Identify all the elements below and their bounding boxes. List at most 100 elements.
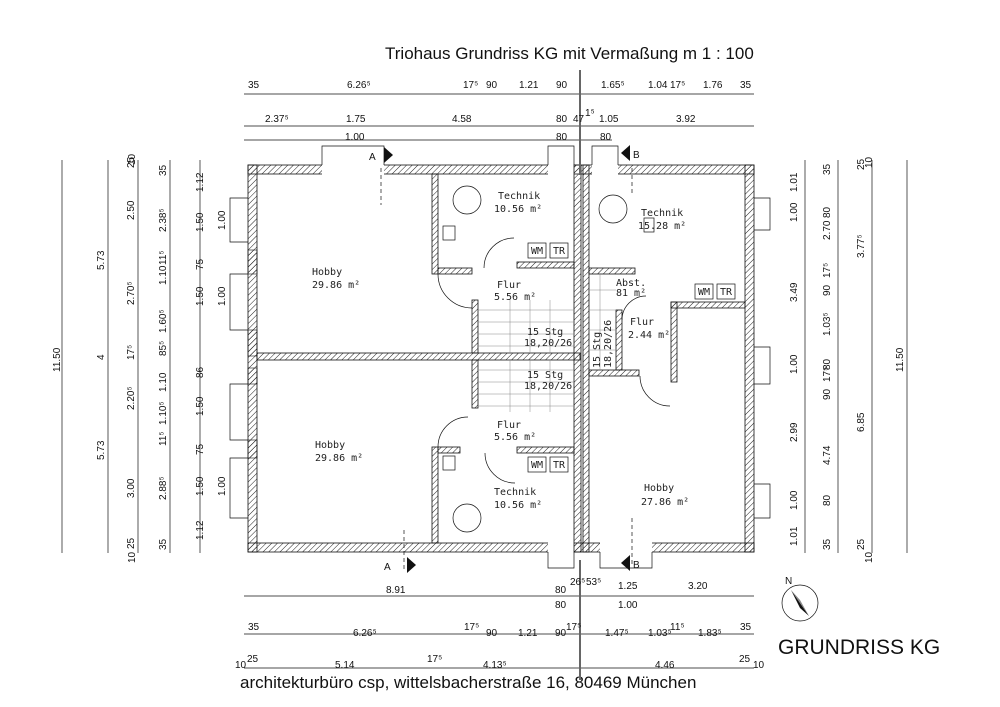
dim-right1: 1.01 xyxy=(789,526,800,546)
dim-left4: 10 xyxy=(127,551,138,563)
dim-right4: 25 xyxy=(856,538,867,550)
dim-right1: 3.49 xyxy=(789,282,800,302)
room-area: 10.56 m² xyxy=(494,500,542,511)
stair-rise: 18,20/26 xyxy=(524,381,572,392)
section-markers: A A B B xyxy=(369,145,640,573)
dim-left3: 3.00 xyxy=(126,478,137,498)
dim-left5: 1.50 xyxy=(195,212,206,232)
dim-left4: 2.88⁵ xyxy=(158,476,169,500)
room-area: 29.86 m² xyxy=(315,453,363,464)
dim-left5: 1.12 xyxy=(195,172,206,192)
inner-walls xyxy=(431,173,746,544)
dim-bottom3: 6.26⁵ xyxy=(353,628,377,639)
dim-right3: 1.03⁵ xyxy=(822,312,833,336)
dim-bottom2: 80 xyxy=(555,600,567,611)
dim-top3: 1.00 xyxy=(345,132,365,143)
dimension-texts-right: 1.01 1.00 3.49 1.00 2.99 1.00 1.01 35 80… xyxy=(789,156,906,563)
dim-top2: 2.37⁵ xyxy=(265,114,289,125)
dim-top2: 3.92 xyxy=(676,114,696,125)
room-area: 15.28 m² xyxy=(638,221,686,232)
heating-tanks xyxy=(442,185,655,533)
dim-bottom3: 1.03⁵ xyxy=(648,628,672,639)
dim-bottom1: 80 xyxy=(555,585,567,596)
dim-bottom3: 1.47⁵ xyxy=(605,628,629,639)
dim-bottom3: 90 xyxy=(555,628,567,639)
dim-right2: 90 xyxy=(822,284,833,296)
dim-left4: 1.10⁵ xyxy=(158,401,169,425)
drawing-subtitle: GRUNDRISS KG xyxy=(778,636,941,659)
dim-bottom3: 17⁵ xyxy=(566,622,581,633)
dim-left4: 35 xyxy=(158,164,169,176)
dim-right2: 35 xyxy=(822,163,833,175)
dim-bottom3: 1.21 xyxy=(518,628,538,639)
outer-walls xyxy=(247,164,755,553)
dim-left4: 35 xyxy=(158,538,169,550)
dim-bottom3: 90 xyxy=(486,628,498,639)
dim-right2: 35 xyxy=(822,538,833,550)
dim-top1: 35 xyxy=(248,80,260,91)
stair-rise: 18,20/26 xyxy=(603,320,614,368)
dim-left4: 1.10 xyxy=(158,372,169,392)
dim-right3: 17⁵ xyxy=(822,263,833,278)
dim-top3: 80 xyxy=(600,132,612,143)
dim-left2: 5.73 xyxy=(96,440,107,460)
dryer-label: TR xyxy=(553,460,566,471)
dim-bottom3: 1.83⁵ xyxy=(698,628,722,639)
dim-left5: 1.12 xyxy=(195,520,206,540)
dim-top1: 90 xyxy=(486,80,498,91)
door-swings xyxy=(437,237,671,484)
dim-bottom1: 8.91 xyxy=(386,585,406,596)
dim-bottom3: 17⁵ xyxy=(464,622,479,633)
dim-left5: 1.50 xyxy=(195,476,206,496)
dim-left4: 1.60⁵ xyxy=(158,309,169,333)
dim-left1: 11.50 xyxy=(52,347,63,372)
dim-top2: 1.75 xyxy=(346,114,366,125)
drawing-title: Triohaus Grundriss KG mit Vermaßung m 1 … xyxy=(385,44,754,63)
dim-bottom1: 1.25 xyxy=(618,581,638,592)
dim-right2: 80 xyxy=(822,206,833,218)
stair-count: 15 Stg xyxy=(527,370,563,381)
dim-bottom3: 11⁵ xyxy=(670,622,685,633)
window-openings xyxy=(229,145,771,569)
dim-left5: 1.50 xyxy=(195,396,206,416)
dim-bottom1: 53⁵ xyxy=(586,577,601,588)
section-a-bottom: A xyxy=(384,562,391,573)
dim-top2: 80 xyxy=(556,114,568,125)
room-area: 27.86 m² xyxy=(641,497,689,508)
dim-right4: 6.85 xyxy=(856,412,867,432)
dim-left5: 75 xyxy=(195,258,206,270)
section-b-top: B xyxy=(633,150,640,161)
dim-bottom4: 25 xyxy=(247,654,259,665)
stair-count: 15 Stg xyxy=(527,327,563,338)
dim-left5: 75 xyxy=(195,443,206,455)
dim-right4: 25 xyxy=(856,158,867,170)
dim-left6: 1.00 xyxy=(217,286,228,306)
dim-top1: 35 xyxy=(740,80,752,91)
storage-area: 81 m² xyxy=(616,288,646,299)
room-name: Technik xyxy=(498,191,540,202)
dim-right2: 80 xyxy=(822,358,833,370)
dim-left4: 85⁵ xyxy=(158,341,169,356)
dim-left4: 11⁵ xyxy=(158,431,169,446)
room-name: Hobby xyxy=(312,267,342,278)
dryer-label: TR xyxy=(553,246,566,257)
dim-right1: 1.00 xyxy=(789,490,800,510)
room-labels: Hobby 29.86 m² Technik 10.56 m² Technik … xyxy=(312,191,689,511)
dim-right3: 2.70 xyxy=(822,220,833,240)
storage-label: Abst. xyxy=(616,278,646,289)
room-name: Technik xyxy=(641,208,683,219)
room-name: Technik xyxy=(494,487,536,498)
stair-count: 15 Stg xyxy=(592,332,603,368)
room-area: 29.86 m² xyxy=(312,280,360,291)
dim-left4: 1.10 xyxy=(158,265,169,285)
dim-bottom4: 17⁵ xyxy=(427,654,442,665)
dim-left3: 17⁵ xyxy=(126,345,137,360)
dim-top1: 1.04 xyxy=(648,80,668,91)
dim-bottom1: 3.20 xyxy=(688,581,708,592)
dim-left5: 1.50 xyxy=(195,286,206,306)
dim-left3: 2.20⁵ xyxy=(126,386,137,410)
dim-top1: 17⁵ xyxy=(463,80,478,91)
dim-top1: 1.76 xyxy=(703,80,723,91)
dim-top2: 47 xyxy=(573,114,585,125)
dim-bottom3: 35 xyxy=(740,622,752,633)
